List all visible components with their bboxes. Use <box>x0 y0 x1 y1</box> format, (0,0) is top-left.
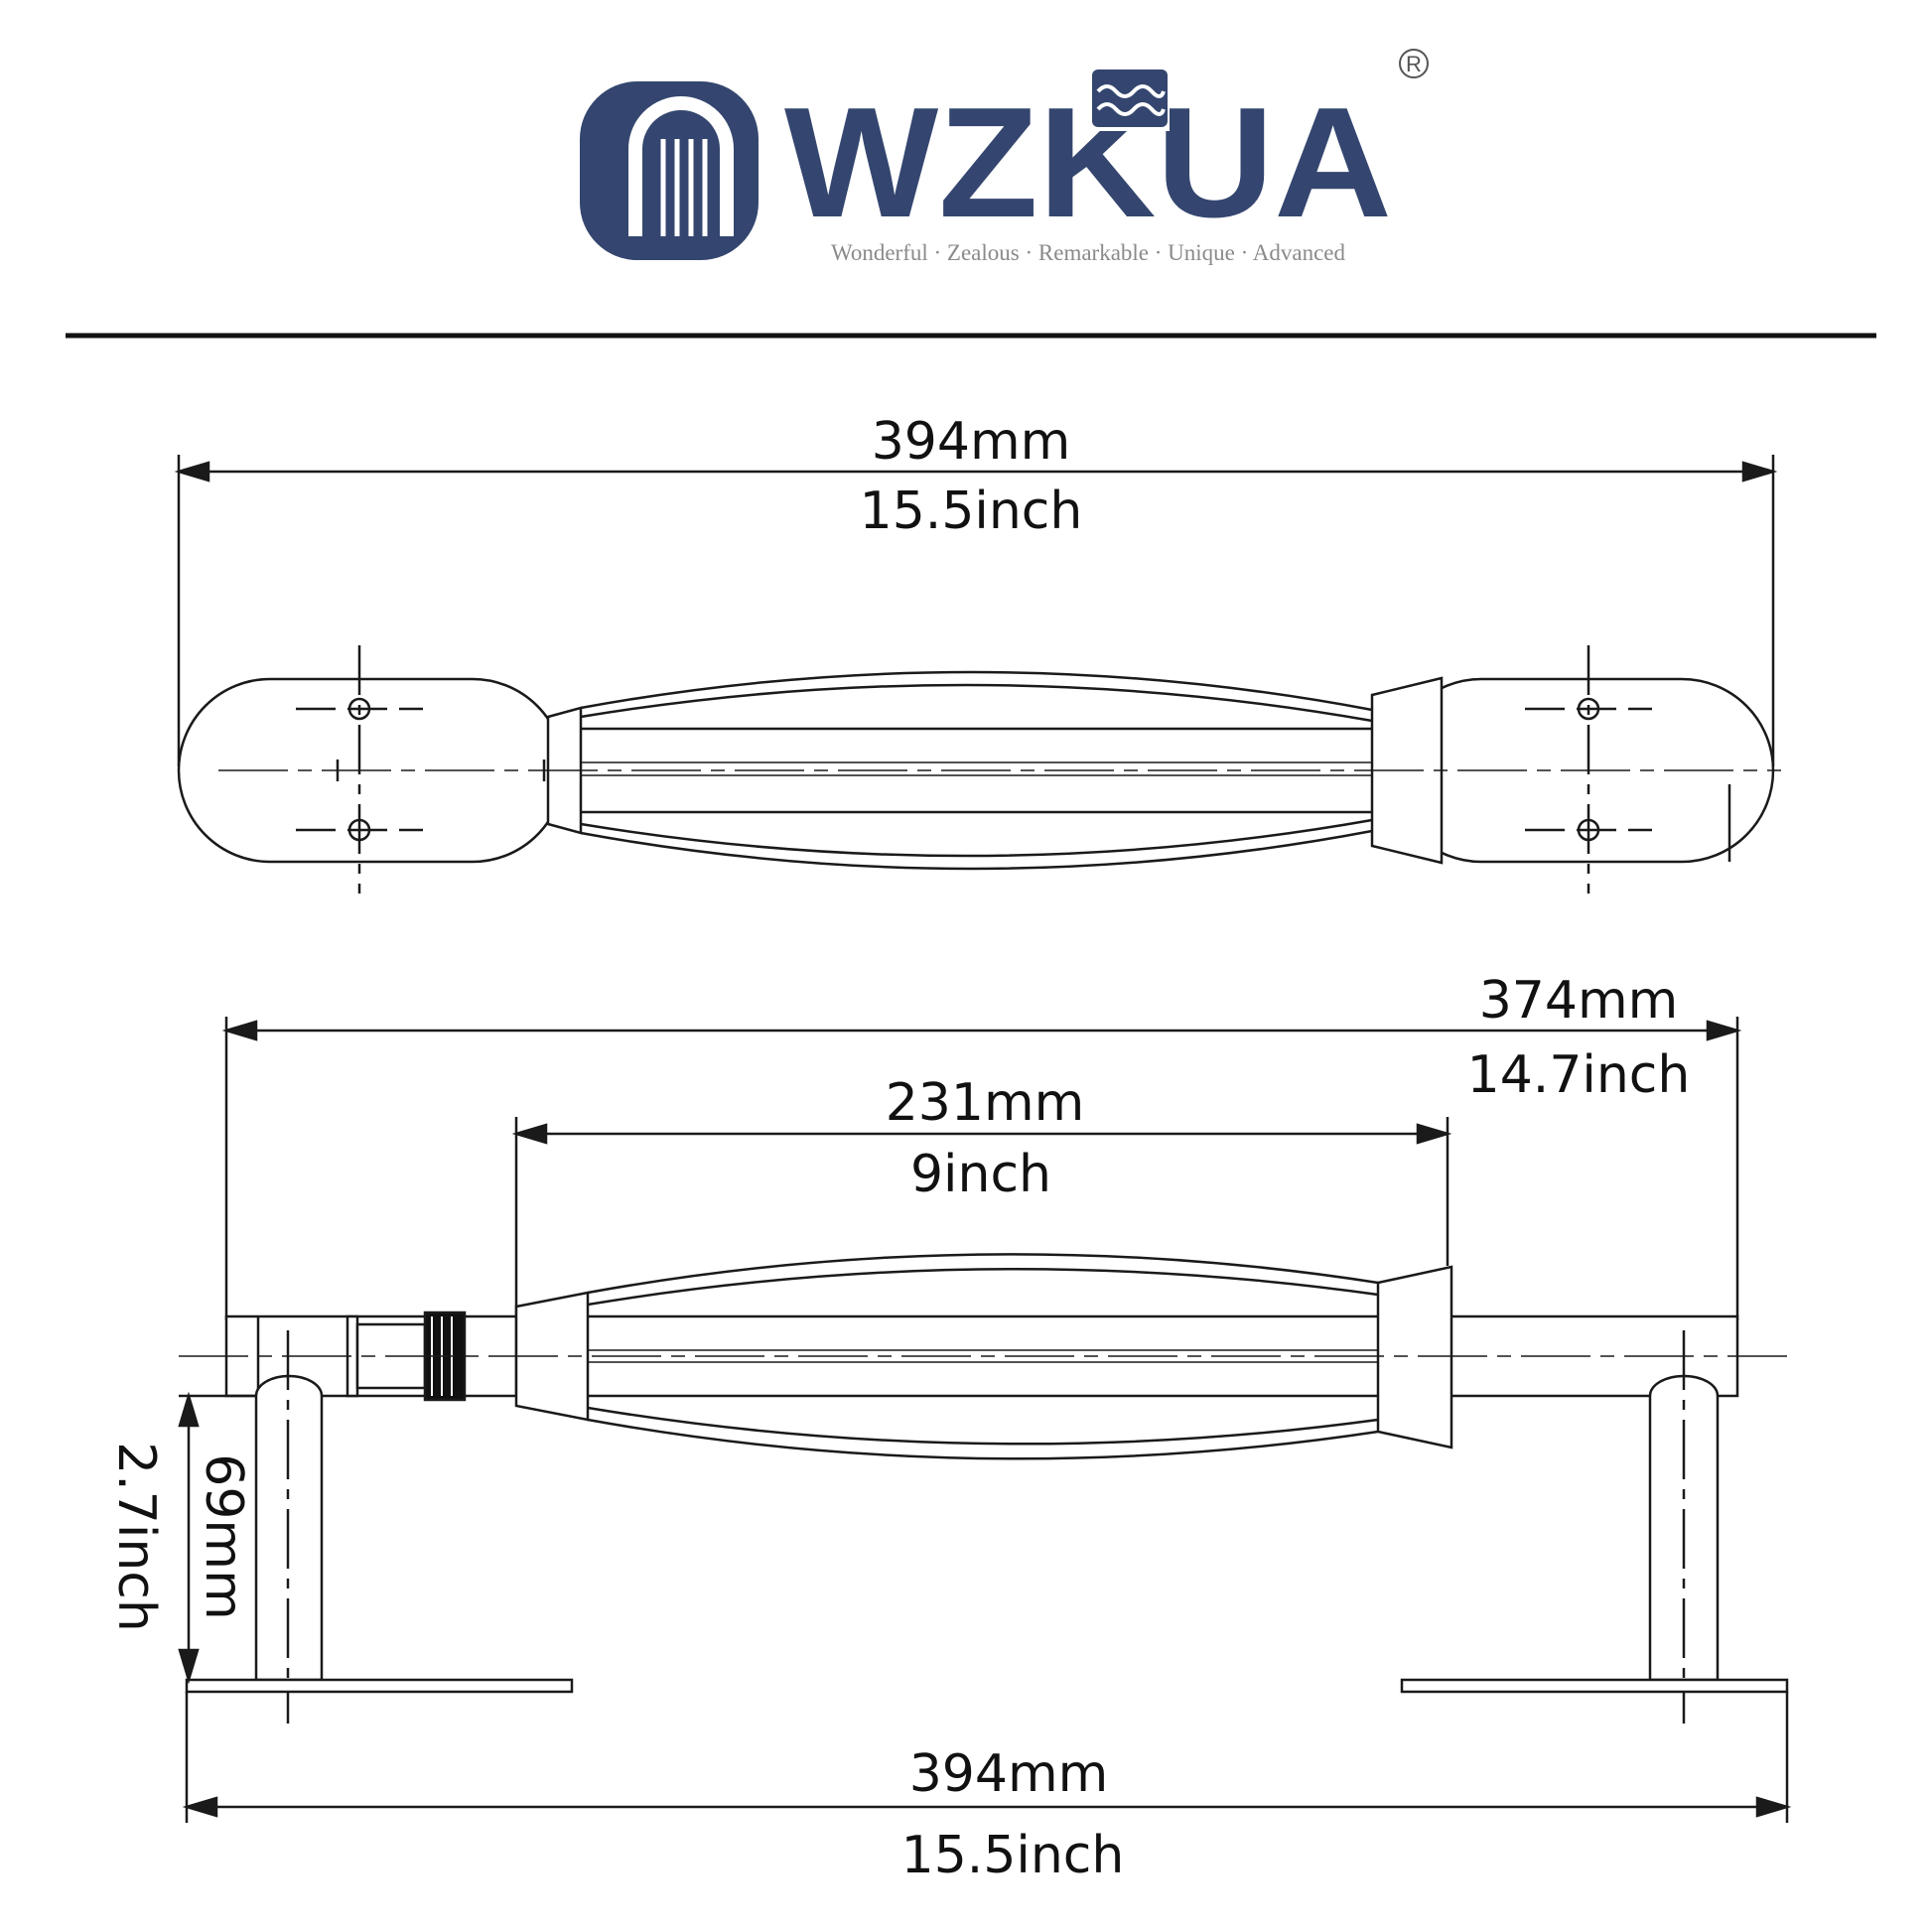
mount-span-inch: 14.7inch <box>1467 1045 1691 1105</box>
left-base-plate <box>185 1678 574 1694</box>
height-dimension <box>178 1391 256 1685</box>
top-view <box>174 455 1781 894</box>
arrow-left-icon <box>174 461 210 483</box>
brand-wave-emblem <box>1090 68 1170 131</box>
screw-hole-icon <box>1577 697 1600 721</box>
top-view-length-mm: 394mm <box>872 412 1071 472</box>
mount-span-mm: 374mm <box>1479 971 1679 1031</box>
grip-outer-bottom <box>580 829 1373 871</box>
arrow-down-icon <box>178 1648 200 1685</box>
base-length-inch: 15.5inch <box>901 1826 1125 1885</box>
top-view-length-inch: 15.5inch <box>860 482 1083 541</box>
arrow-left-icon <box>511 1123 548 1145</box>
arrow-left-icon <box>221 1020 258 1041</box>
grip-outer-top <box>580 670 1373 712</box>
right-base-plate <box>1400 1678 1789 1694</box>
left-screw-holes <box>296 645 423 894</box>
arrow-right-icon <box>1706 1020 1742 1041</box>
arrow-up-icon <box>178 1391 200 1428</box>
mount-span-dimension <box>221 1017 1742 1320</box>
grip-outer-bottom <box>587 1418 1379 1460</box>
base-length-mm: 394mm <box>909 1744 1109 1804</box>
side-view <box>178 1017 1792 1823</box>
grip-outer-top <box>587 1253 1379 1295</box>
brand-header: WZKUA R Wonderful · Zealous · Remarkable… <box>580 49 1429 265</box>
grip-length-inch: 9inch <box>910 1145 1051 1204</box>
top-view-length-dimension <box>174 455 1778 766</box>
screw-hole-icon <box>347 818 371 842</box>
arrow-right-icon <box>1416 1123 1452 1145</box>
grip-length-mm: 231mm <box>886 1073 1085 1133</box>
brand-tagline: Wonderful · Zealous · Remarkable · Uniqu… <box>831 240 1346 265</box>
screw-hole-icon <box>1577 818 1600 842</box>
svg-text:R: R <box>1406 52 1422 76</box>
height-mm: 69mm <box>194 1453 253 1619</box>
brand-logo-icon <box>580 81 759 260</box>
arrow-left-icon <box>182 1796 218 1818</box>
registered-mark-icon: R <box>1399 49 1429 78</box>
right-screw-holes <box>1525 645 1731 894</box>
right-collar <box>1376 1265 1453 1449</box>
height-inch: 2.7inch <box>106 1442 166 1632</box>
base-length-dimension <box>182 1692 1792 1823</box>
arrow-right-icon <box>1755 1796 1792 1818</box>
grip-length-dimension <box>511 1117 1452 1320</box>
arrow-right-icon <box>1741 461 1778 483</box>
brand-name: WZKUA <box>784 75 1392 250</box>
screw-hole-icon <box>347 697 371 721</box>
